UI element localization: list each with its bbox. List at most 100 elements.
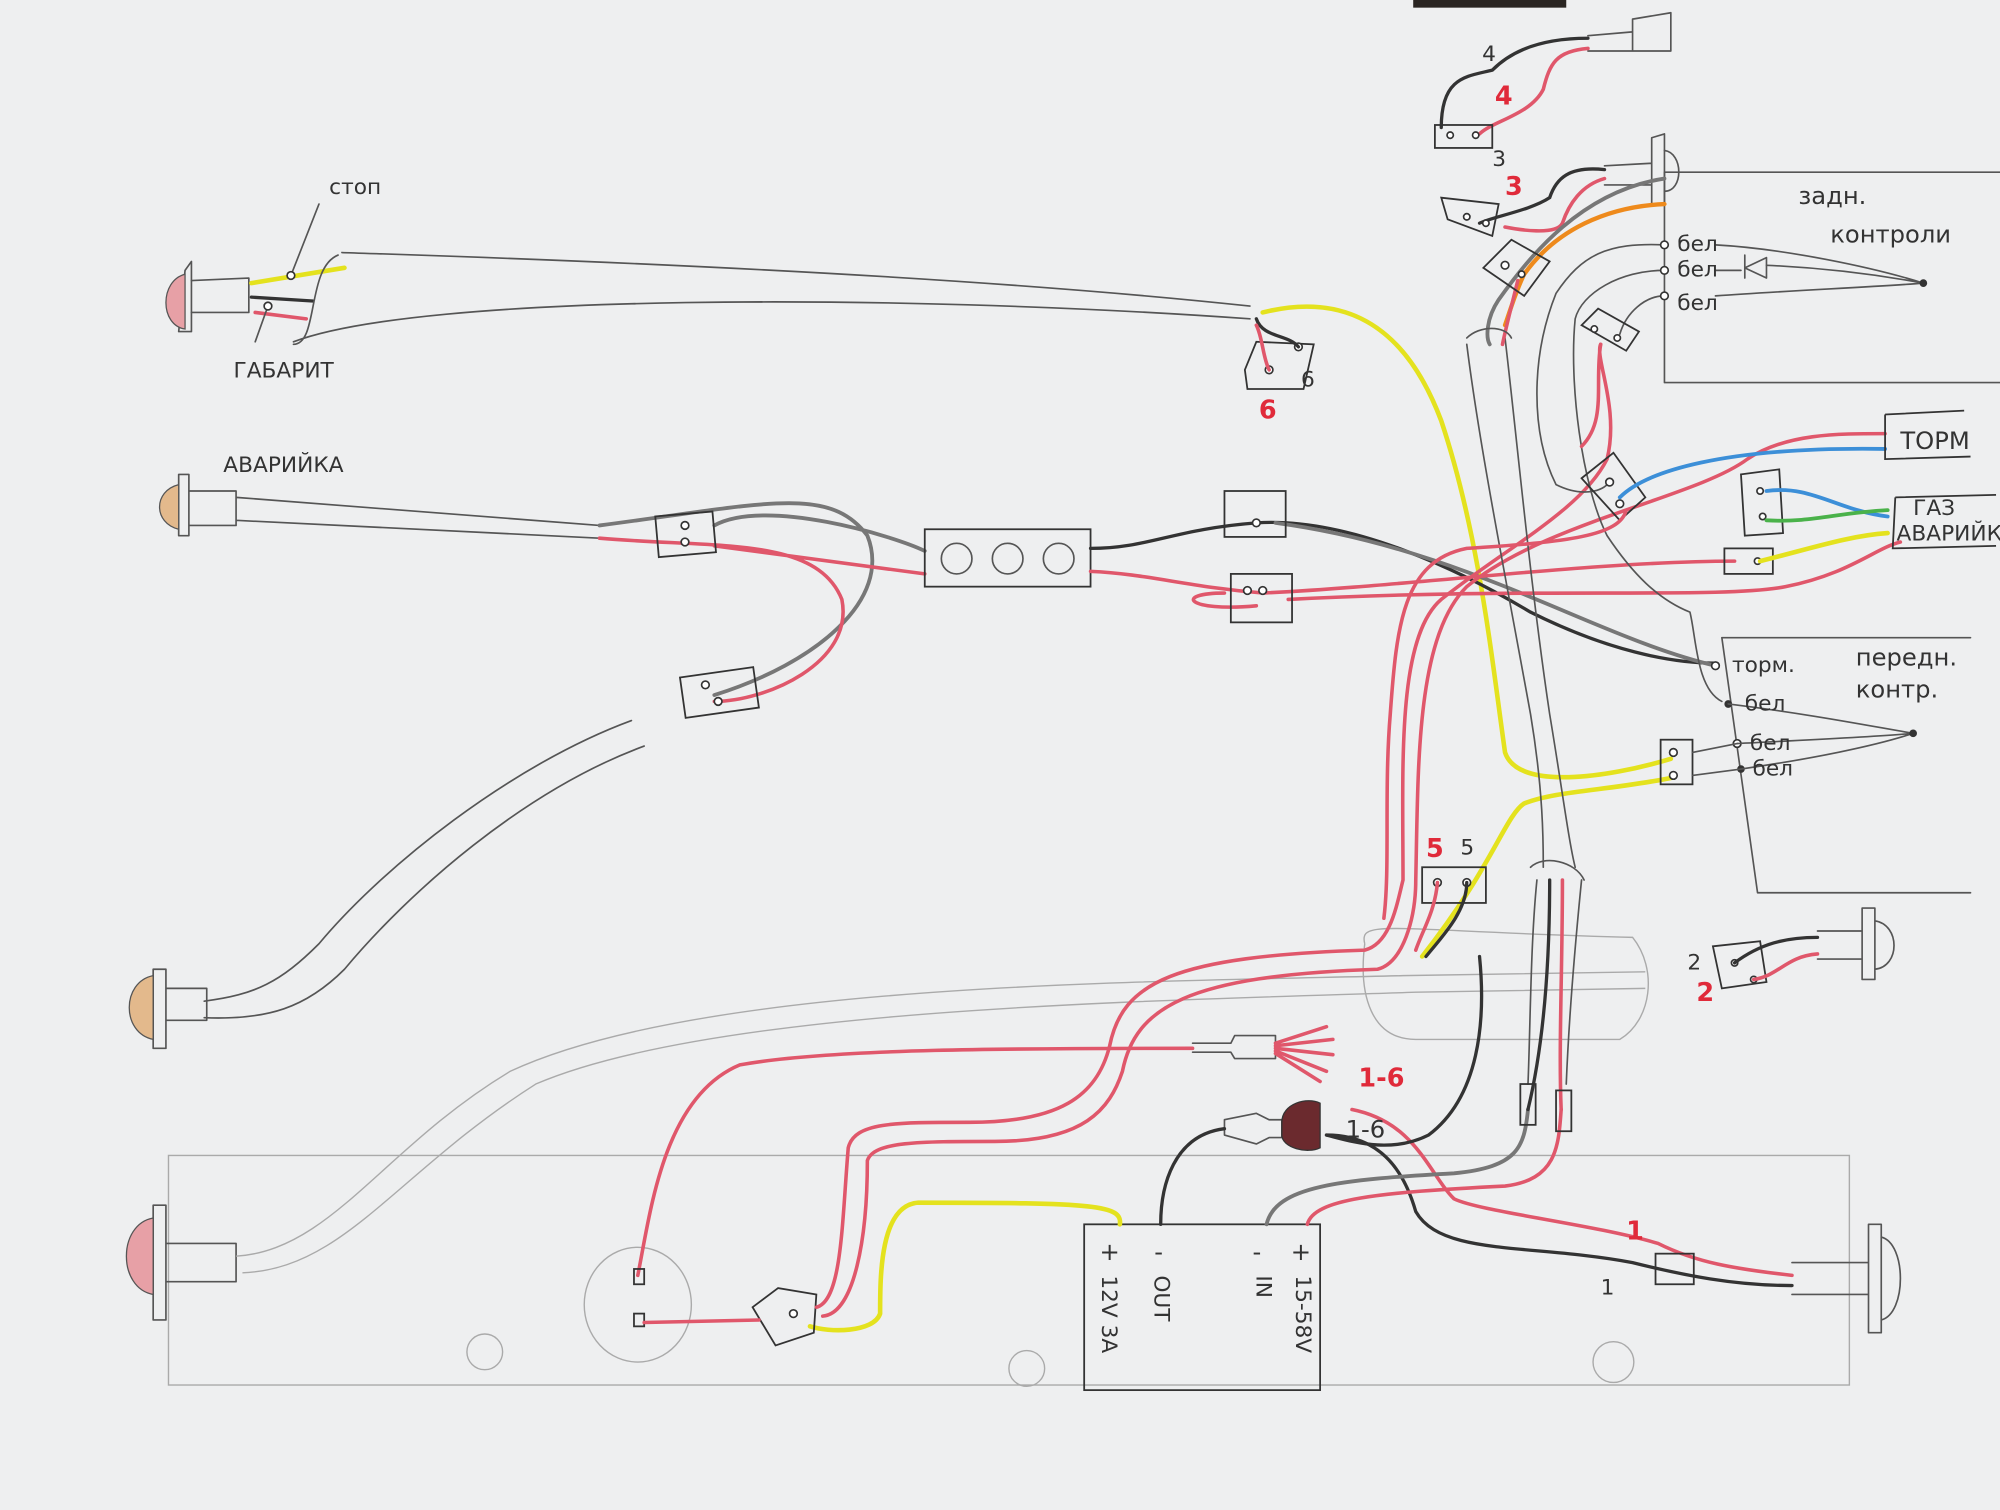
bundle-label-black: 1-6	[1346, 1116, 1386, 1144]
converter-in-plus-wire	[1305, 1107, 1563, 1227]
long-lamp-tube	[236, 971, 1646, 1274]
torm-box-label: ТОРМ	[1899, 427, 1969, 455]
rear-stop-lamp	[165, 203, 1251, 346]
converter-out-plus: +	[1099, 1238, 1119, 1266]
front-torm-label: торм.	[1732, 653, 1795, 678]
top-edge-strip	[1413, 0, 1567, 8]
three-pin-connector	[923, 528, 1092, 588]
torm-terminal	[1884, 409, 1971, 461]
wire-number-2-red: 2	[1696, 978, 1714, 1008]
stop-label: стоп	[329, 175, 381, 200]
inline-fuse-black	[1519, 1083, 1537, 1126]
converter-in-rating: 15-58V	[1290, 1275, 1315, 1353]
wire-number-4-black: 4	[1482, 42, 1496, 67]
gaz-switch	[1740, 468, 1997, 550]
diode-icon	[1743, 254, 1768, 279]
connector-6	[1243, 317, 1315, 390]
front-bel-2: бел	[1750, 731, 1791, 756]
yellow-wire	[1260, 304, 1674, 780]
converter-out-label: OUT	[1148, 1275, 1173, 1322]
trunk-tube-bottom	[1527, 859, 1585, 1085]
trunk-black-wire	[1526, 878, 1552, 1112]
small-relay-connector	[633, 1268, 818, 1347]
connector-a	[654, 510, 717, 559]
rear-bel-3: бел	[1677, 291, 1718, 316]
wire-number-4-red: 4	[1495, 82, 1513, 112]
converter-in-label: IN	[1250, 1275, 1275, 1298]
side-light-2	[1711, 907, 1895, 990]
gaz-label: ГАЗ	[1913, 496, 1955, 521]
main-trunk-tube	[1465, 337, 1577, 869]
connector-1	[1654, 1252, 1695, 1286]
connector-b-pin	[1251, 518, 1261, 528]
wire-number-3-red: 3	[1505, 172, 1523, 202]
connector-c-pin	[1258, 585, 1268, 596]
lamp-tube	[203, 719, 646, 1019]
front-control-title-2: контр.	[1856, 676, 1938, 704]
connector-d	[678, 666, 760, 719]
converter-out-minus: -	[1154, 1238, 1163, 1266]
black-wire-1	[1324, 1133, 1794, 1288]
wire-number-2-black: 2	[1687, 950, 1701, 975]
base-plate	[167, 927, 1851, 1387]
red-avariyka-wire	[1088, 559, 1737, 595]
connector-d-pin	[713, 696, 723, 707]
wire-number-6-red: 6	[1259, 395, 1277, 425]
front-control-panel	[1659, 636, 1972, 894]
rear-control-title-1: задн.	[1798, 182, 1866, 210]
torm-connector	[1580, 451, 1647, 522]
red-main-wire	[814, 342, 1613, 1310]
rear-light-4	[1433, 11, 1672, 149]
red-harness-wires	[597, 536, 927, 704]
gabarit-label: ГАБАРИТ	[234, 359, 335, 384]
connector-d-pin	[700, 680, 711, 690]
red-loop-wire	[1191, 540, 1903, 609]
lower-side-lamp	[128, 968, 208, 1050]
red-torm-return-wire	[1382, 508, 1628, 921]
red-wire-to-button	[636, 1046, 1195, 1278]
front-bel-3: бел	[1752, 756, 1793, 781]
wire-number-5-red: 5	[1426, 834, 1444, 864]
blue-torm-wire	[1617, 446, 1887, 500]
black-bundle-1-6	[1223, 1100, 1321, 1151]
red-torm-wire	[820, 431, 1887, 1318]
converter-yellow-wire	[807, 1200, 1123, 1333]
converter-in-minus: -	[1253, 1238, 1262, 1266]
avariyka-lamp	[158, 473, 601, 540]
rear-bel-1: бел	[1677, 232, 1718, 257]
wire-number-5-black: 5	[1460, 835, 1474, 860]
front-bel-1: бел	[1745, 691, 1786, 716]
bottom-left-lamp	[125, 1204, 237, 1321]
yellow-wire-2	[1419, 775, 1674, 959]
wire-number-1-red: 1	[1626, 1217, 1644, 1247]
converter-out-rating: 12V 3A	[1096, 1275, 1121, 1353]
red-bundle-1-6	[1191, 1024, 1335, 1084]
front-control-title-1: передн.	[1856, 644, 1957, 672]
avariyka-lamp-label: АВАРИЙКА	[223, 452, 343, 478]
grey-harness-wires	[597, 501, 927, 697]
connector-5	[1413, 866, 1487, 959]
black-5-wire	[1324, 954, 1484, 1147]
connector-a-pin	[680, 537, 690, 547]
connector-b	[1223, 490, 1287, 538]
connector-a-pin	[680, 520, 690, 531]
black-wire-to-converter	[1159, 1127, 1227, 1226]
avariyka-switch-connector	[1723, 530, 1890, 575]
wire-number-3-black: 3	[1492, 147, 1506, 172]
wire-number-1-black: 1	[1601, 1275, 1615, 1300]
rear-control-title-2: контроли	[1830, 220, 1951, 248]
bundle-label-red: 1-6	[1358, 1064, 1404, 1094]
red-wire-1	[1350, 1107, 1794, 1278]
bottom-right-lamp	[1791, 1223, 1902, 1334]
rear-bel-2: бел	[1677, 258, 1718, 283]
red-rear-wire	[1579, 342, 1603, 449]
connector-c-pin	[1242, 585, 1253, 596]
trunk-red-wire	[1558, 878, 1565, 1112]
dc-converter	[1083, 1223, 1322, 1392]
rear-light-3	[1440, 133, 1680, 238]
converter-in-minus-wire	[1264, 1107, 1530, 1227]
converter-in-plus: +	[1291, 1238, 1311, 1266]
connector-c	[1229, 573, 1293, 624]
